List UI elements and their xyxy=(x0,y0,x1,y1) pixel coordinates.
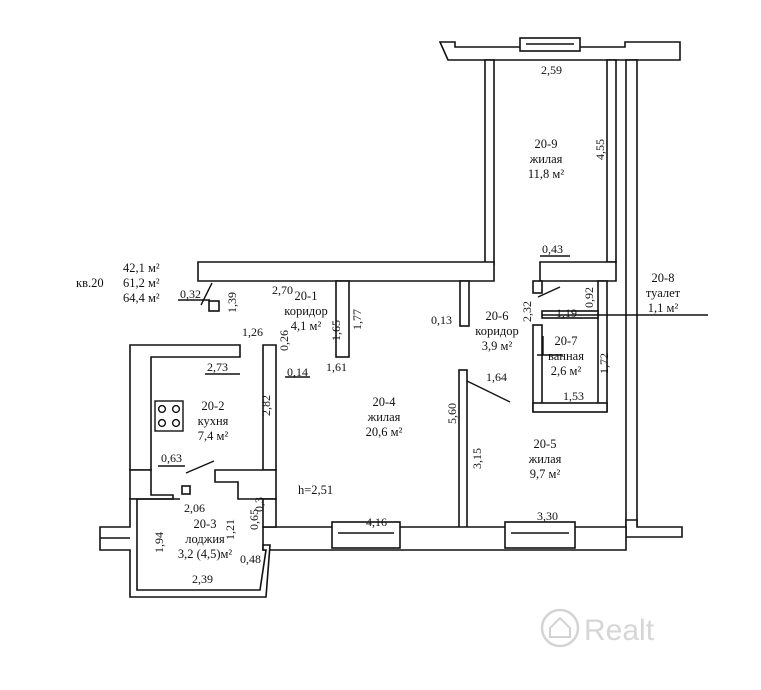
dim-label: 2,59 xyxy=(541,63,562,77)
watermark-text: Realt xyxy=(584,614,655,647)
dim-label: 4,16 xyxy=(366,515,387,529)
room-area: 4,1 м² xyxy=(291,319,322,333)
dim-label: 4,55 xyxy=(593,139,607,160)
dim-label: 1,61 xyxy=(326,360,347,374)
dim-label: 2,73 xyxy=(207,360,228,374)
room-labels: 20-9 жилая 11,8 м² 20-8 туалет 1,1 м² 20… xyxy=(178,137,681,561)
room-code: 20-8 xyxy=(652,271,675,285)
dim-label: 0,26 xyxy=(277,330,291,351)
room-20-4: 20-4 жилая 20,6 м² xyxy=(366,395,403,439)
dim-label: 1,94 xyxy=(152,532,166,553)
watermark: Realt xyxy=(540,608,655,648)
room-code: 20-2 xyxy=(202,399,225,413)
dim-label: 0,63 xyxy=(161,451,182,465)
room-code: 20-5 xyxy=(534,437,557,451)
room-name: кухня xyxy=(198,414,229,428)
room-area: 20,6 м² xyxy=(366,425,403,439)
dim-label: 2,32 xyxy=(520,301,534,322)
dim-label: 3,30 xyxy=(537,509,558,523)
dim-label: 1,26 xyxy=(242,325,263,339)
dim-label: 0,14 xyxy=(287,365,308,379)
dim-label: 0,48 xyxy=(240,552,261,566)
dim-label: 1,39 xyxy=(225,292,239,313)
room-area: 11,8 м² xyxy=(528,167,564,181)
room-code: 20-3 xyxy=(194,517,217,531)
room-code: 20-4 xyxy=(373,395,397,409)
room-code: 20-7 xyxy=(555,334,578,348)
room-code: 20-9 xyxy=(535,137,558,151)
dim-label: 1,21 xyxy=(223,519,237,540)
dim-label: 2,39 xyxy=(192,572,213,586)
room-name: туалет xyxy=(646,286,681,300)
dim-label: 0,92 xyxy=(582,287,596,308)
dim-label: 5,60 xyxy=(445,403,459,424)
room-area: 9,7 м² xyxy=(530,467,561,481)
room-20-9: 20-9 жилая 11,8 м² xyxy=(528,137,564,181)
room-area: 2,6 м² xyxy=(551,364,582,378)
room-20-5: 20-5 жилая 9,7 м² xyxy=(528,437,562,481)
dim-label: 1,19 xyxy=(556,306,577,320)
dim-label: 0,3 xyxy=(252,497,266,512)
dim-label: 2,06 xyxy=(184,501,205,515)
dim-label: 2,70 xyxy=(272,283,293,297)
walls xyxy=(99,37,708,598)
room-area: 3,2 (4,5)м² xyxy=(178,547,233,561)
area-living: 42,1 м² xyxy=(123,261,160,275)
dim-label: 1,64 xyxy=(486,370,507,384)
room-code: 20-1 xyxy=(295,289,318,303)
room-area: 7,4 м² xyxy=(198,429,229,443)
room-20-8: 20-8 туалет 1,1 м² xyxy=(646,271,681,315)
dim-label: 0,13 xyxy=(431,313,452,327)
room-name: ванная xyxy=(548,349,584,363)
area-total: 61,2 м² xyxy=(123,276,160,290)
room-name: жилая xyxy=(528,452,562,466)
dim-label: 1,77 xyxy=(350,309,364,330)
dim-label: 3,15 xyxy=(470,448,484,469)
room-name: лоджия xyxy=(185,532,225,546)
room-area: 3,9 м² xyxy=(482,339,513,353)
apartment-summary: кв.20 42,1 м² 61,2 м² 64,4 м² xyxy=(76,261,160,305)
area-total-with-loggia: 64,4 м² xyxy=(123,291,160,305)
room-name: жилая xyxy=(367,410,401,424)
dim-label: 2,82 xyxy=(259,395,273,416)
dim-label: 1,72 xyxy=(597,353,611,374)
dim-label: 0,65 xyxy=(247,509,261,530)
room-code: 20-6 xyxy=(486,309,509,323)
dim-label: 1,53 xyxy=(563,389,584,403)
room-name: коридор xyxy=(475,324,519,338)
room-20-2: 20-2 кухня 7,4 м² xyxy=(198,399,229,443)
room-20-7: 20-7 ванная 2,6 м² xyxy=(548,334,584,378)
dim-label: 0,32 xyxy=(180,287,201,301)
room-area: 1,1 м² xyxy=(648,301,679,315)
room-20-6: 20-6 коридор 3,9 м² xyxy=(475,309,519,353)
room-20-1: 20-1 коридор 4,1 м² xyxy=(284,289,328,333)
room-20-3: 20-3 лоджия 3,2 (4,5)м² xyxy=(178,517,233,561)
dimensions: 2,59 4,55 0,43 0,32 1,39 2,70 1,65 1,77 … xyxy=(152,63,611,586)
room-name: жилая xyxy=(529,152,563,166)
apartment-number: кв.20 xyxy=(76,276,104,290)
dim-label: 0,43 xyxy=(542,242,563,256)
ceiling-height: h=2,51 xyxy=(298,483,333,497)
room-name: коридор xyxy=(284,304,328,318)
dim-label: 1,65 xyxy=(329,320,343,341)
